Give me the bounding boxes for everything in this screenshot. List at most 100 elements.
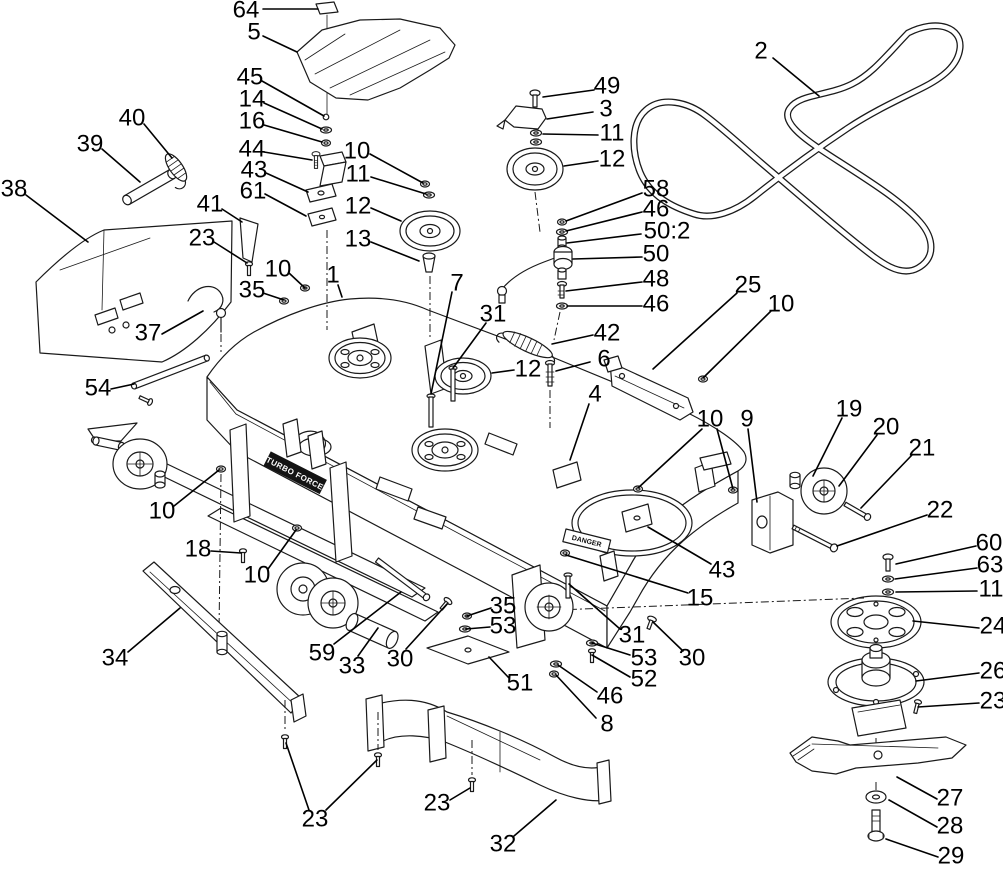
callout-19: 19	[836, 396, 863, 423]
callout-4: 4	[588, 381, 601, 408]
callout-40: 40	[119, 105, 146, 132]
leader-line	[591, 654, 631, 678]
leader-line	[161, 310, 204, 335]
leader-line	[915, 672, 980, 682]
callout-33: 33	[339, 653, 366, 680]
callout-9: 9	[740, 406, 753, 433]
leader-line	[263, 124, 323, 143]
leader-line	[466, 607, 492, 617]
leader-line	[262, 292, 285, 301]
callout-24: 24	[980, 613, 1003, 640]
leader-line	[25, 194, 89, 243]
leader-line	[569, 403, 590, 461]
spindle-stack-right	[827, 553, 925, 748]
mower-blade	[789, 736, 967, 842]
leader-line	[262, 35, 298, 53]
leader-line	[101, 148, 141, 183]
leader-line	[370, 241, 420, 262]
anti-scalp-roller	[511, 564, 574, 649]
leader-line	[895, 545, 977, 565]
latch-bracket	[239, 217, 259, 277]
callout-10: 10	[265, 256, 292, 283]
leader-line	[143, 123, 173, 159]
callout-3: 3	[599, 96, 612, 123]
callout-12: 12	[599, 146, 626, 173]
leader-line	[333, 591, 402, 645]
leader-line	[551, 334, 594, 345]
leader-line	[370, 207, 402, 222]
callout-23: 23	[189, 225, 216, 252]
callout-60: 60	[976, 530, 1003, 557]
callout-26: 26	[980, 658, 1003, 685]
callout-18: 18	[185, 536, 212, 563]
callout-29: 29	[938, 843, 965, 870]
callout-25: 25	[735, 272, 762, 299]
callout-11: 11	[979, 576, 1003, 603]
leader-line	[173, 469, 220, 507]
callout-15: 15	[687, 585, 714, 612]
callout-10: 10	[344, 138, 371, 165]
callout-61: 61	[240, 178, 267, 205]
leader-line	[210, 550, 242, 554]
leader-line	[337, 284, 343, 298]
leader-line	[265, 172, 309, 193]
leader-line	[563, 160, 599, 167]
leader-line	[912, 620, 980, 629]
callout-11: 11	[346, 161, 371, 188]
leader-line	[568, 583, 621, 630]
spindle-pulley-left	[328, 337, 392, 379]
leader-line	[565, 554, 689, 594]
leader-line	[369, 153, 424, 184]
leader-line	[491, 369, 515, 374]
leader-line	[860, 454, 913, 509]
callout-48: 48	[643, 266, 670, 293]
wheel-axle-rod	[374, 557, 431, 602]
leader-line	[647, 526, 712, 565]
leader-line	[812, 417, 843, 477]
callout-10: 10	[244, 562, 271, 589]
leader-line	[465, 626, 491, 630]
callout-64: 64	[233, 0, 260, 24]
callout-45: 45	[237, 64, 264, 91]
leader-line	[565, 211, 643, 232]
leader-line	[565, 281, 643, 292]
callout-37: 37	[135, 320, 162, 347]
leader-line	[894, 567, 978, 580]
leader-line	[917, 702, 980, 708]
callout-12: 12	[515, 356, 542, 383]
callout-23: 23	[980, 688, 1003, 715]
callout-41: 41	[197, 191, 224, 218]
leader-line	[263, 102, 323, 130]
deflector-hardware	[305, 113, 347, 330]
leader-line	[888, 799, 938, 828]
leader-line	[542, 133, 599, 136]
leader-line	[885, 838, 939, 858]
leader-line	[513, 799, 557, 837]
leader-line	[264, 193, 307, 217]
callout-32: 32	[490, 831, 517, 858]
callout-50:2: 50:2	[644, 218, 691, 245]
callout-46: 46	[643, 291, 670, 318]
callout-5: 5	[247, 19, 260, 46]
gauge-wheel-assembly	[632, 467, 872, 554]
axle-spacer-tube	[345, 612, 399, 649]
callout-46: 46	[643, 196, 670, 223]
callout-30: 30	[387, 646, 414, 673]
callout-43: 43	[709, 557, 736, 584]
callout-39: 39	[77, 131, 104, 158]
callout-7: 7	[450, 270, 463, 297]
callout-21: 21	[909, 435, 936, 462]
leader-line	[285, 742, 310, 811]
leader-line	[572, 256, 643, 260]
callout-54: 54	[85, 375, 112, 402]
leader-line	[591, 642, 631, 656]
leader-line	[542, 89, 595, 98]
leader-line	[637, 428, 703, 489]
callout-6: 6	[597, 346, 610, 373]
idler-pulley-top	[496, 89, 564, 233]
leader-line	[370, 176, 427, 195]
callout-46: 46	[597, 683, 624, 710]
callout-34: 34	[102, 645, 129, 672]
leader-line	[555, 361, 591, 372]
